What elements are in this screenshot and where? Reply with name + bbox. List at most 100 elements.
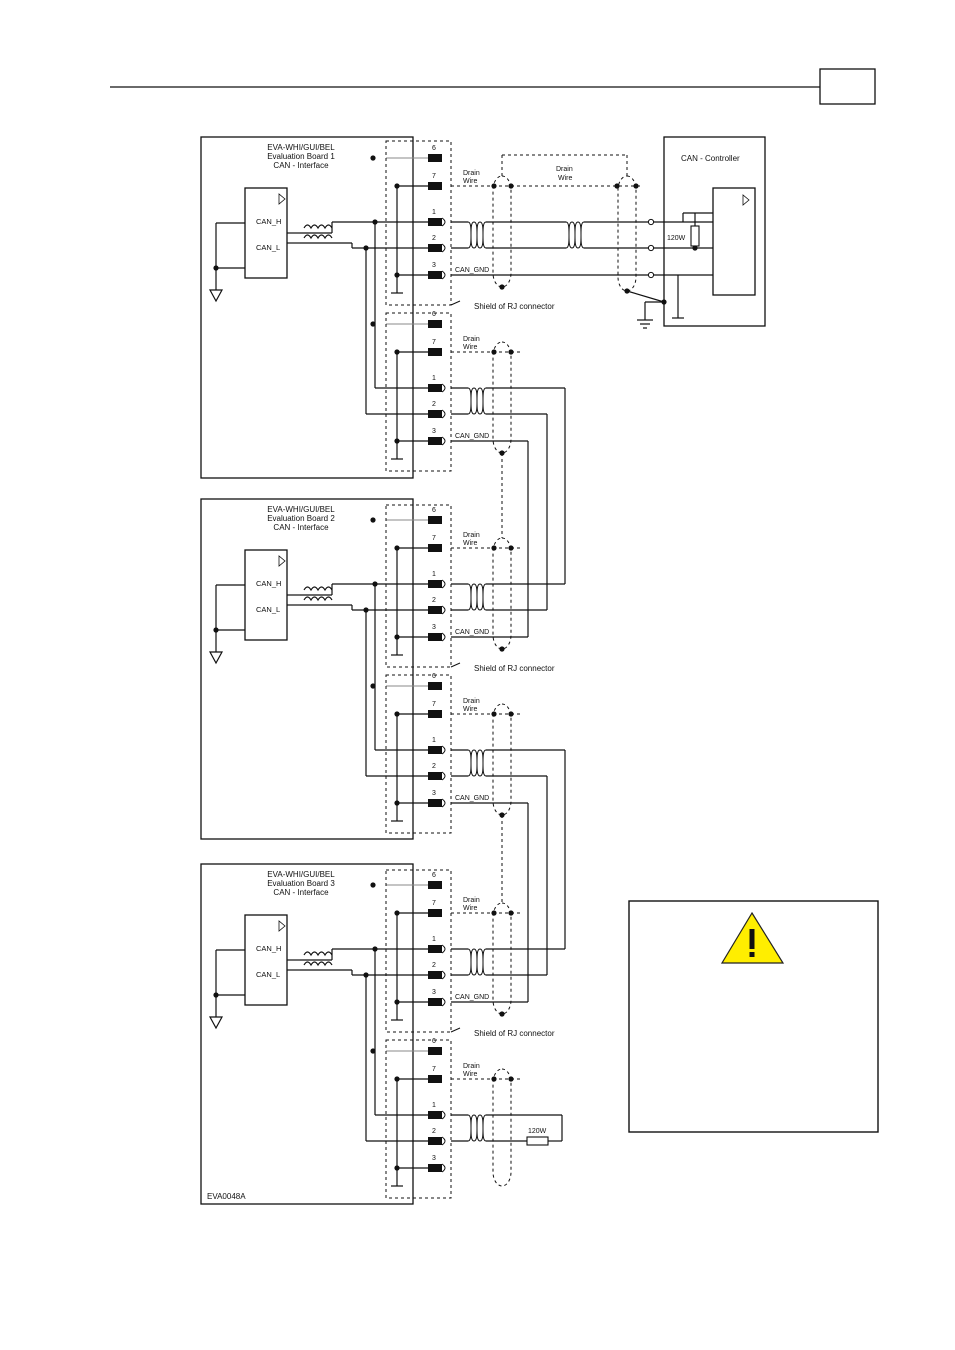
junction-dot — [491, 349, 497, 355]
drain-wire-sleeve — [492, 175, 512, 288]
choke-coil — [303, 586, 333, 592]
controller-terminal — [647, 244, 655, 252]
pin-label-3: 3 — [432, 624, 436, 631]
transceiver-symbol — [278, 193, 286, 205]
can-gnd-label: CAN_GND — [455, 267, 489, 274]
can-transceiver — [244, 187, 288, 279]
resistor-label: 120W — [667, 235, 686, 242]
evaluation-board-3 — [200, 863, 414, 1205]
drain-label: Drain — [463, 698, 480, 705]
drain-wire-sleeve — [617, 175, 637, 292]
pin-label-7: 7 — [432, 535, 436, 542]
junction-dot — [499, 1011, 505, 1017]
twisted-pair — [479, 387, 487, 415]
shield-label: Shield of RJ connector — [474, 664, 555, 673]
evaluation-board-1 — [200, 136, 414, 479]
board-title: EVA-WHI/GUI/BEL — [267, 505, 335, 514]
drain-label: Drain — [556, 166, 573, 173]
shield-arrow — [450, 662, 461, 668]
can-h-label: CAN_H — [256, 217, 281, 226]
pin-contact — [441, 1163, 446, 1173]
pin-contact — [441, 579, 446, 589]
pin-6 — [428, 320, 442, 328]
can-controller-box — [663, 136, 766, 327]
pin-6 — [428, 154, 442, 162]
pin-label-3: 3 — [432, 428, 436, 435]
transceiver-symbol — [278, 920, 286, 932]
drain-wire-sleeve — [492, 537, 512, 650]
pin-label-3: 3 — [432, 790, 436, 797]
controller-chip — [712, 187, 756, 296]
junction-dot — [370, 1048, 376, 1054]
pin-label-2: 2 — [432, 597, 436, 604]
pin-7 — [428, 348, 442, 356]
junction-dot — [499, 646, 505, 652]
pin-3 — [428, 998, 442, 1006]
twisted-pair — [479, 1114, 487, 1142]
pin-contact — [441, 745, 446, 755]
drain-label: Drain — [463, 170, 480, 177]
pin-2 — [428, 971, 442, 979]
pin-7 — [428, 182, 442, 190]
twisted-pair — [479, 583, 487, 611]
pin-contact — [441, 243, 446, 253]
board-subtitle: Evaluation Board 2 — [267, 514, 335, 523]
drain-label: Drain — [463, 336, 480, 343]
junction-dot — [394, 438, 400, 444]
pin-7 — [428, 909, 442, 917]
controller-terminal — [647, 271, 655, 279]
drain-label: Drain — [463, 1063, 480, 1070]
pin-contact — [441, 970, 446, 980]
board-subtitle: Evaluation Board 3 — [267, 879, 335, 888]
shield-ground — [626, 290, 665, 303]
junction-dot — [508, 545, 514, 551]
junction-dot — [370, 882, 376, 888]
pin-contact — [441, 383, 446, 393]
page-number-box — [819, 68, 876, 105]
can-gnd-label: CAN_GND — [455, 433, 489, 440]
junction-dot — [692, 245, 698, 251]
twisted-pair — [473, 749, 481, 777]
can-gnd-label: CAN_GND — [455, 994, 489, 1001]
pin-label-6: 6 — [432, 872, 436, 879]
pin-contact — [441, 409, 446, 419]
pin-6 — [428, 881, 442, 889]
pin-label-1: 1 — [432, 936, 436, 943]
evaluation-board-2 — [200, 498, 414, 840]
twisted-pair — [571, 221, 579, 249]
can-l-label: CAN_L — [256, 605, 280, 614]
drain-wire-sleeve — [492, 703, 512, 816]
board-interface-label: CAN - Interface — [273, 888, 329, 897]
junction-dot — [508, 349, 514, 355]
pin-1 — [428, 1111, 442, 1119]
controller-label: CAN - Controller — [681, 154, 740, 163]
pin-contact — [441, 771, 446, 781]
pin-label-7: 7 — [432, 900, 436, 907]
junction-dot — [491, 545, 497, 551]
pin-label-6: 6 — [432, 145, 436, 152]
junction-dot — [508, 910, 514, 916]
pin-7 — [428, 544, 442, 552]
pin-contact — [441, 997, 446, 1007]
pin-6 — [428, 1047, 442, 1055]
choke-coil — [303, 224, 333, 230]
twisted-pair — [473, 387, 481, 415]
pin-label-2: 2 — [432, 401, 436, 408]
pin-label-2: 2 — [432, 763, 436, 770]
junction-dot — [394, 634, 400, 640]
pin-contact — [441, 1110, 446, 1120]
twisted-pair — [479, 948, 487, 976]
pin-1 — [428, 384, 442, 392]
shield-arrow — [450, 1027, 461, 1033]
pin-2 — [428, 772, 442, 780]
twisted-pair — [473, 221, 481, 249]
pin-1 — [428, 218, 442, 226]
pin-contact — [441, 605, 446, 615]
pin-label-6: 6 — [432, 673, 436, 680]
shield-label: Shield of RJ connector — [474, 302, 555, 311]
pin-contact — [441, 436, 446, 446]
junction-dot — [508, 1076, 514, 1082]
junction-dot — [491, 1076, 497, 1082]
junction-dot — [370, 155, 376, 161]
choke-coil — [303, 596, 333, 602]
